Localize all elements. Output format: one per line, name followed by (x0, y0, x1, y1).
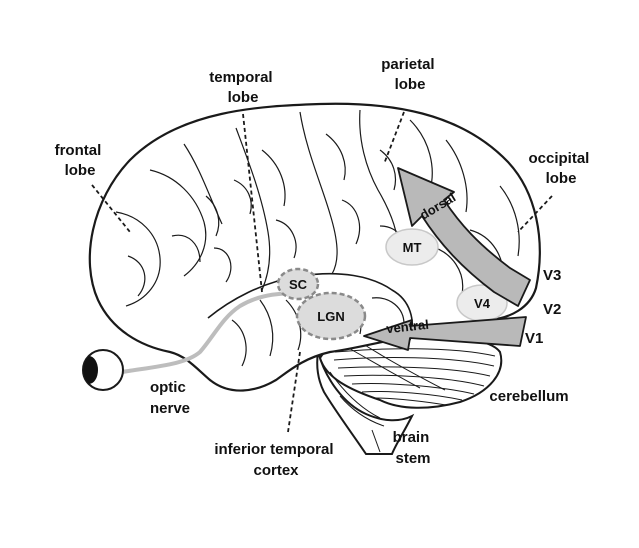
occipital-lobe-label: occipital lobe (528, 150, 593, 187)
region-sc-label: SC (289, 277, 308, 292)
leader-lines (91, 111, 553, 433)
brainstem-shape (316, 351, 415, 455)
region-lgn: LGN (295, 291, 367, 341)
brain-stem-label: brain stem (393, 429, 434, 467)
v3-label: V3 (543, 267, 561, 284)
v2-label: V2 (543, 301, 561, 318)
region-sc: SC (276, 267, 320, 301)
dorsal-stream-arrow: dorsal (397, 167, 531, 307)
parietal-lobe-label: parietal lobe (381, 56, 439, 93)
ventral-stream-arrow: ventral (363, 316, 527, 351)
region-v4-label: V4 (474, 296, 491, 311)
optic-nerve-path (121, 291, 305, 374)
optic-nerve-label: optic nerve (150, 379, 190, 417)
temporal-lobe-label: temporal lobe (209, 69, 277, 106)
region-mt: MT (385, 228, 439, 266)
eye-icon (82, 349, 124, 391)
ventral-label: ventral (386, 317, 430, 336)
cerebellum-label: cerebellum (489, 388, 568, 405)
region-mt-label: MT (403, 240, 422, 255)
inferior-temporal-cortex-label: inferior temporal cortex (214, 441, 337, 479)
v1-label: V1 (525, 330, 543, 347)
cerebellum-shape (318, 336, 503, 409)
cerebrum-outline (88, 102, 541, 392)
region-v4: V4 (456, 284, 508, 322)
frontal-lobe-label: frontal lobe (55, 142, 106, 179)
region-lgn-label: LGN (317, 309, 344, 324)
gyri-pattern (115, 109, 520, 367)
